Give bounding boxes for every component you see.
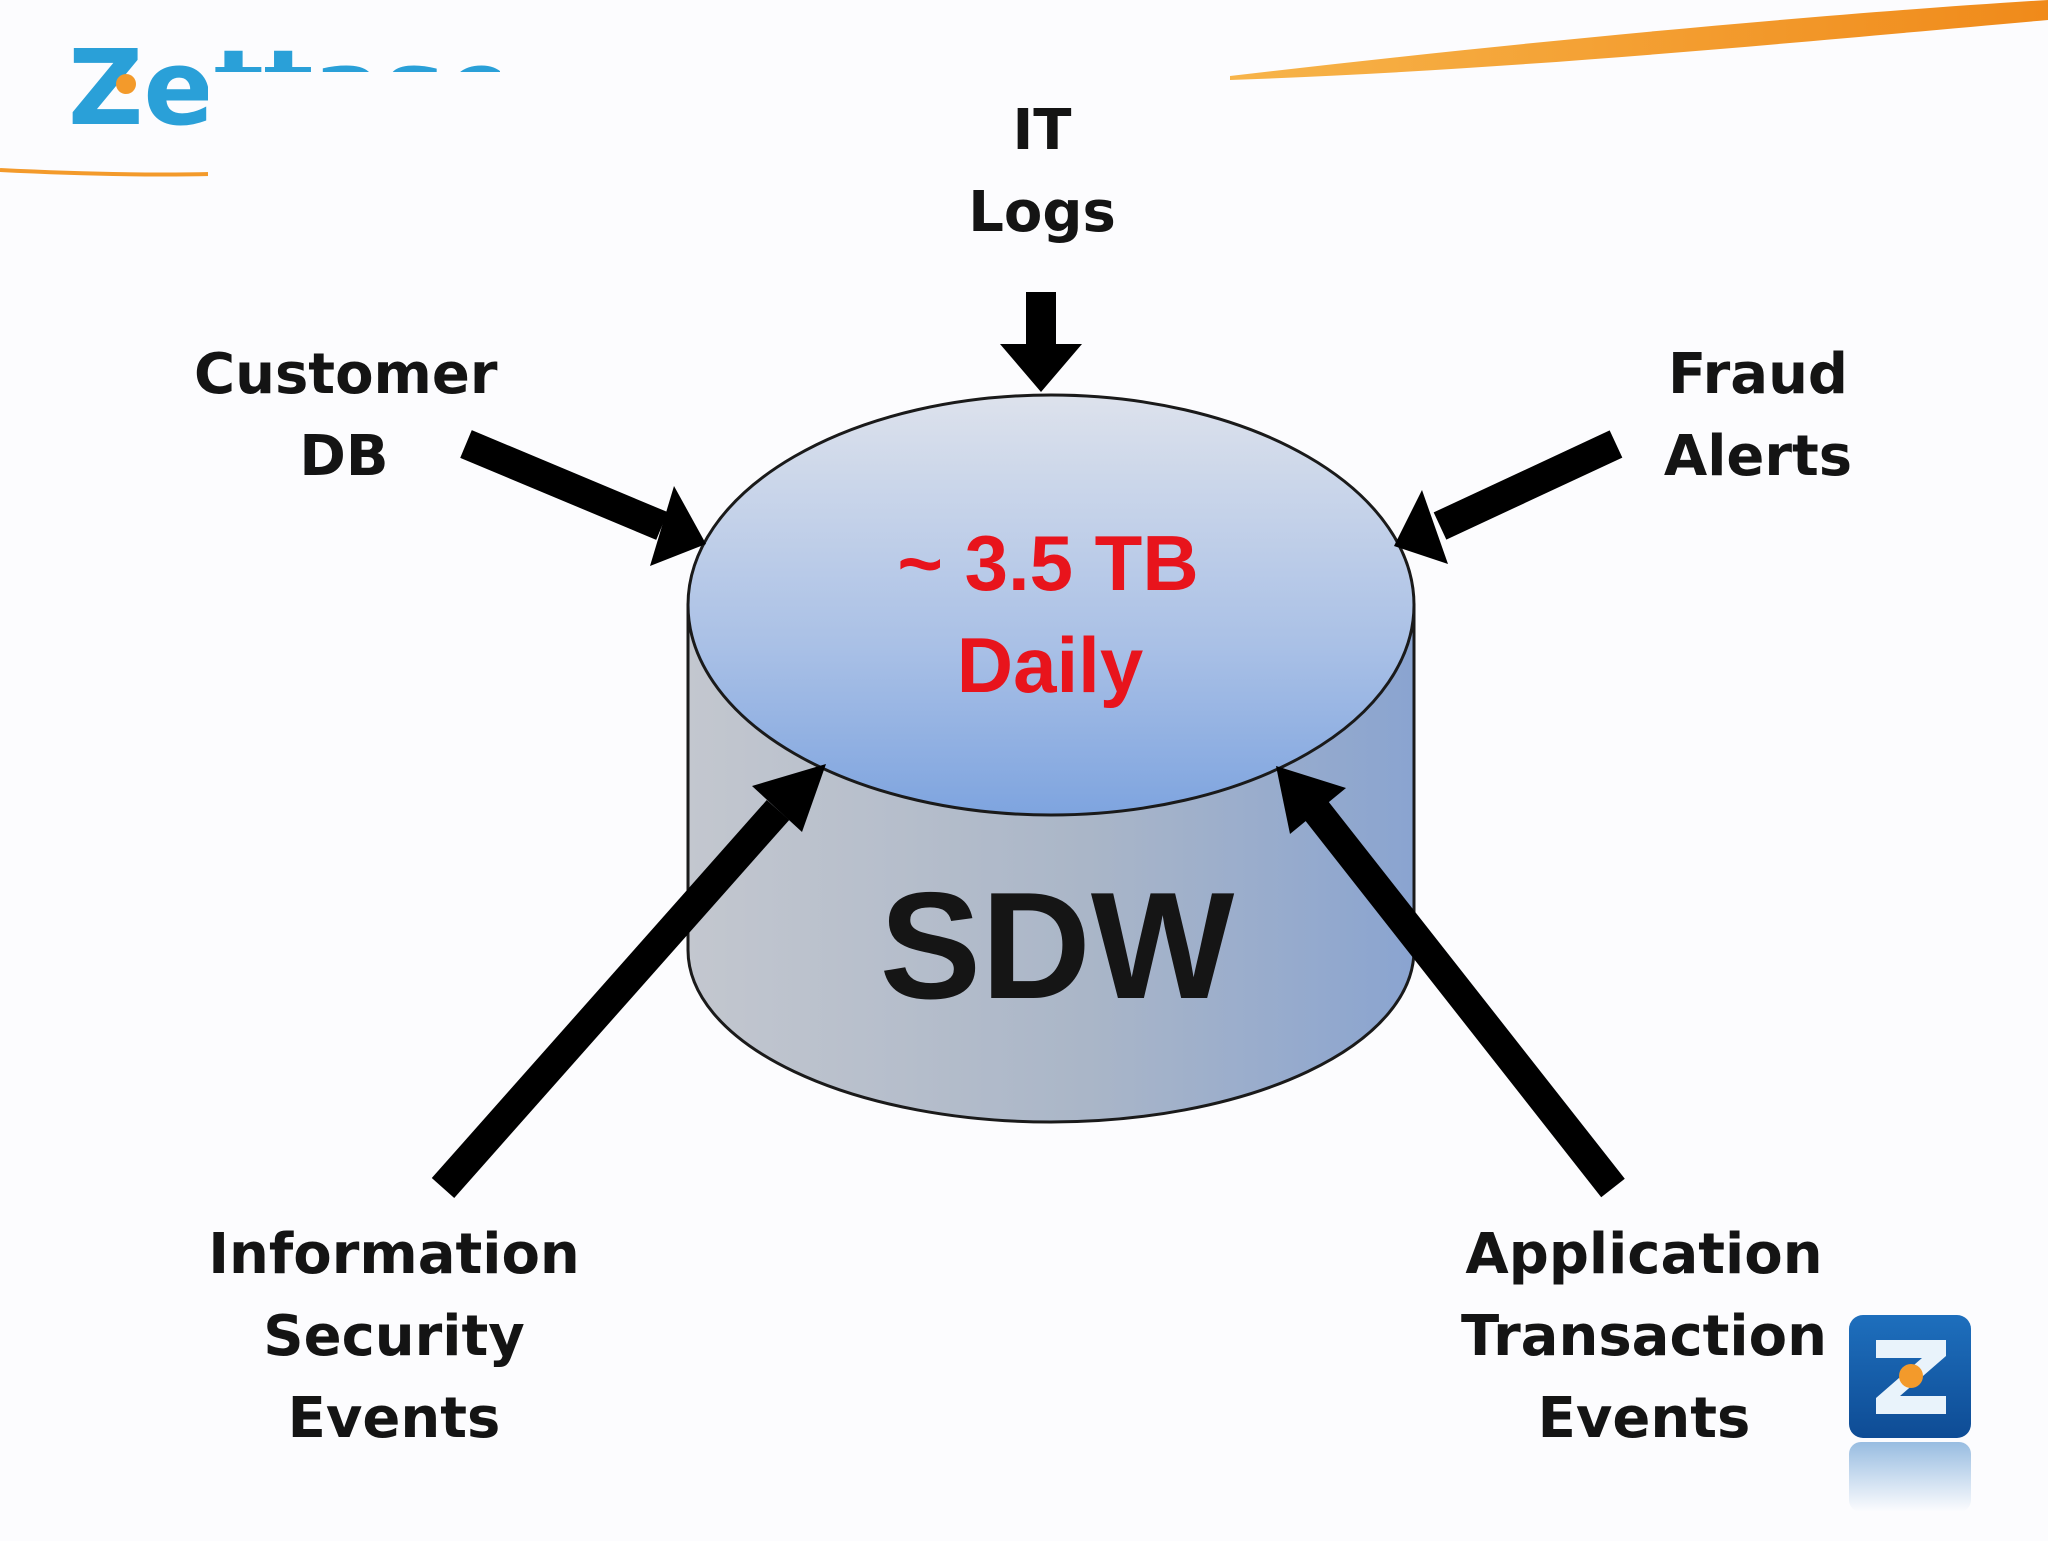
label-customer-db: Customer DB xyxy=(194,334,498,498)
arrows xyxy=(431,292,1625,1198)
label-line: IT xyxy=(1012,98,1072,163)
sdw-label: SDW xyxy=(880,861,1235,1031)
orange-swoosh xyxy=(1230,0,2048,80)
z-icon-reflection xyxy=(1849,1442,1971,1512)
volume-text: ~ 3.5 TB xyxy=(897,519,1198,607)
label-it-logs: IT Logs xyxy=(942,90,1142,254)
logo-orange-dot xyxy=(116,74,136,94)
cylinder-top xyxy=(686,393,1416,817)
label-line: Events xyxy=(287,1386,501,1451)
zettaset-z-icon xyxy=(1849,1315,1971,1512)
header-decoration xyxy=(0,0,2048,177)
label-line: Events xyxy=(1537,1386,1751,1451)
logo-cover xyxy=(208,72,508,182)
arrow-infosec-events xyxy=(431,764,826,1198)
label-line: Fraud xyxy=(1667,342,1849,407)
header-divider-line xyxy=(0,168,211,177)
brand-logo: Zettaset xyxy=(68,27,508,182)
label-line: Customer xyxy=(194,342,498,407)
label-line: Information xyxy=(208,1222,580,1287)
arrow-app-txn-events xyxy=(1276,766,1625,1198)
label-line: Logs xyxy=(968,180,1116,245)
label-fraud-alerts: Fraud Alerts xyxy=(1618,334,1898,498)
frequency-text: Daily xyxy=(957,621,1143,709)
label-line: Alerts xyxy=(1663,424,1853,489)
label-infosec-events: Information Security Events xyxy=(194,1214,594,1460)
arrow-customer-db xyxy=(460,430,706,566)
sdw-cylinder: ~ 3.5 TB Daily SDW xyxy=(686,393,1416,1124)
arrow-fraud-alerts xyxy=(1394,430,1623,564)
label-app-txn-events: Application Transaction Events xyxy=(1444,1214,1844,1460)
arrow-it-logs xyxy=(1000,292,1082,392)
label-line: Application xyxy=(1465,1222,1823,1287)
label-line: DB xyxy=(299,424,389,489)
label-line: Transaction xyxy=(1461,1304,1827,1369)
label-line: Security xyxy=(263,1304,525,1369)
